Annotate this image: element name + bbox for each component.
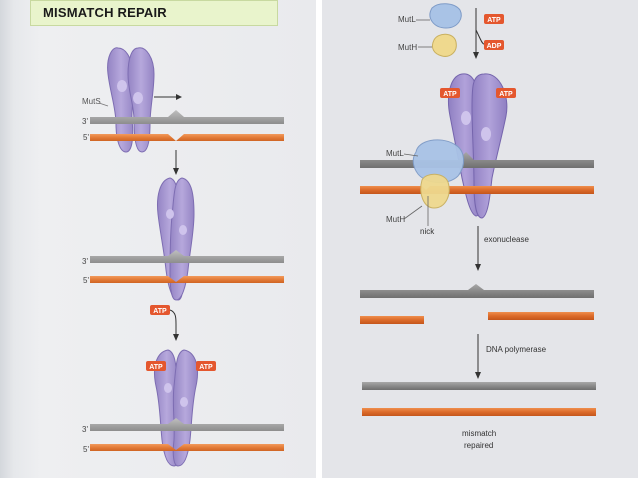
strand-3prime-label: 3' [82,117,88,126]
atp-badge-left: ATP [146,361,166,371]
mutS-protein-2 [157,177,195,301]
atp-badge-step: ATP [150,305,170,315]
new-strand-1 [90,134,284,141]
mutH-label-complex: MutH [386,215,405,224]
right-diagram: MutL MutH ATP ADP [360,3,596,450]
mutH-protein-top [431,33,457,57]
stage-1: MutS 3' 5' [82,47,284,153]
atp-left-text: ATP [149,364,163,371]
new-strand-fragment-right [488,312,594,320]
atp-step-text: ATP [153,308,167,315]
strand-3prime-label-3: 3' [82,425,88,434]
new-strand-complex [360,186,594,194]
exonuclease-arrowhead [475,264,481,271]
nick-label: nick [420,227,435,236]
top-proteins: MutL MutH ATP ADP [398,3,504,59]
atp-complex-right-text: ATP [499,91,513,98]
page-title: MISMATCH REPAIR [43,5,167,20]
strand-5prime-label-2: 5' [83,276,89,285]
mutS-protein-1 [107,47,155,153]
mutL-leader-complex [403,153,419,157]
mutL-protein-top [429,3,462,29]
new-strand-repaired [362,408,596,416]
repaired-stage: mismatch repaired [362,382,596,450]
mismatch-label-line2: repaired [464,441,493,450]
mutH-label-top: MutH [398,43,417,52]
step-arrowhead-1 [173,168,179,175]
template-strand-1 [90,110,284,124]
title-banner: MISMATCH REPAIR [30,0,278,26]
stage-2: 3' 5' [82,177,284,301]
adp-text: ADP [487,43,502,50]
atp-badge-right: ATP [196,361,216,371]
mutH-protein-complex [420,173,450,209]
atp-badge-complex-right: ATP [496,88,516,98]
template-strand-3 [90,418,284,431]
template-strand-repaired [362,382,596,390]
excised-stage [360,284,594,324]
exonuclease-label: exonuclease [484,235,529,244]
mutS-protein-3 [154,349,198,467]
atp-complex-left-text: ATP [443,91,457,98]
strand-5prime-label: 5' [83,133,89,142]
top-arrowhead [473,52,479,59]
mutS-label: MutS [82,97,101,106]
right-panel: MutL MutH ATP ADP [322,0,638,478]
step-arrow-2 [169,309,177,336]
template-strand-excised [360,284,594,298]
new-strand-2 [90,276,284,283]
strand-5prime-label-3: 5' [83,445,89,454]
new-strand-3 [90,444,284,451]
adp-badge: ADP [484,40,504,50]
mutL-protein-complex [412,139,464,183]
template-strand-2 [90,250,284,263]
polymerase-label: DNA polymerase [486,345,547,354]
mutL-label-top: MutL [398,15,416,24]
atp-right-text: ATP [199,364,213,371]
atp-top-text: ATP [487,17,501,24]
mutH-leader-complex [403,205,423,220]
mismatch-label-line1: mismatch [462,429,496,438]
stage-3: ATP ATP 3' 5' [82,349,284,467]
strand-3prime-label-2: 3' [82,257,88,266]
new-strand-fragment-left [360,316,424,324]
adp-branch [475,29,485,45]
left-panel: MISMATCH REPAIR MutS [0,0,316,478]
polymerase-arrowhead [475,372,481,379]
step-arrowhead-2 [173,334,179,341]
left-diagram: MutS 3' 5' 3' 5' [82,47,284,467]
repair-complex: ATP ATP MutL MutH nick [360,73,594,236]
motion-arrowhead [176,94,182,100]
atp-badge-top: ATP [484,14,504,24]
atp-badge-complex-left: ATP [440,88,460,98]
mutS-leader-line [98,102,109,107]
mutS-protein-right [448,73,508,219]
mutL-label-complex: MutL [386,149,404,158]
